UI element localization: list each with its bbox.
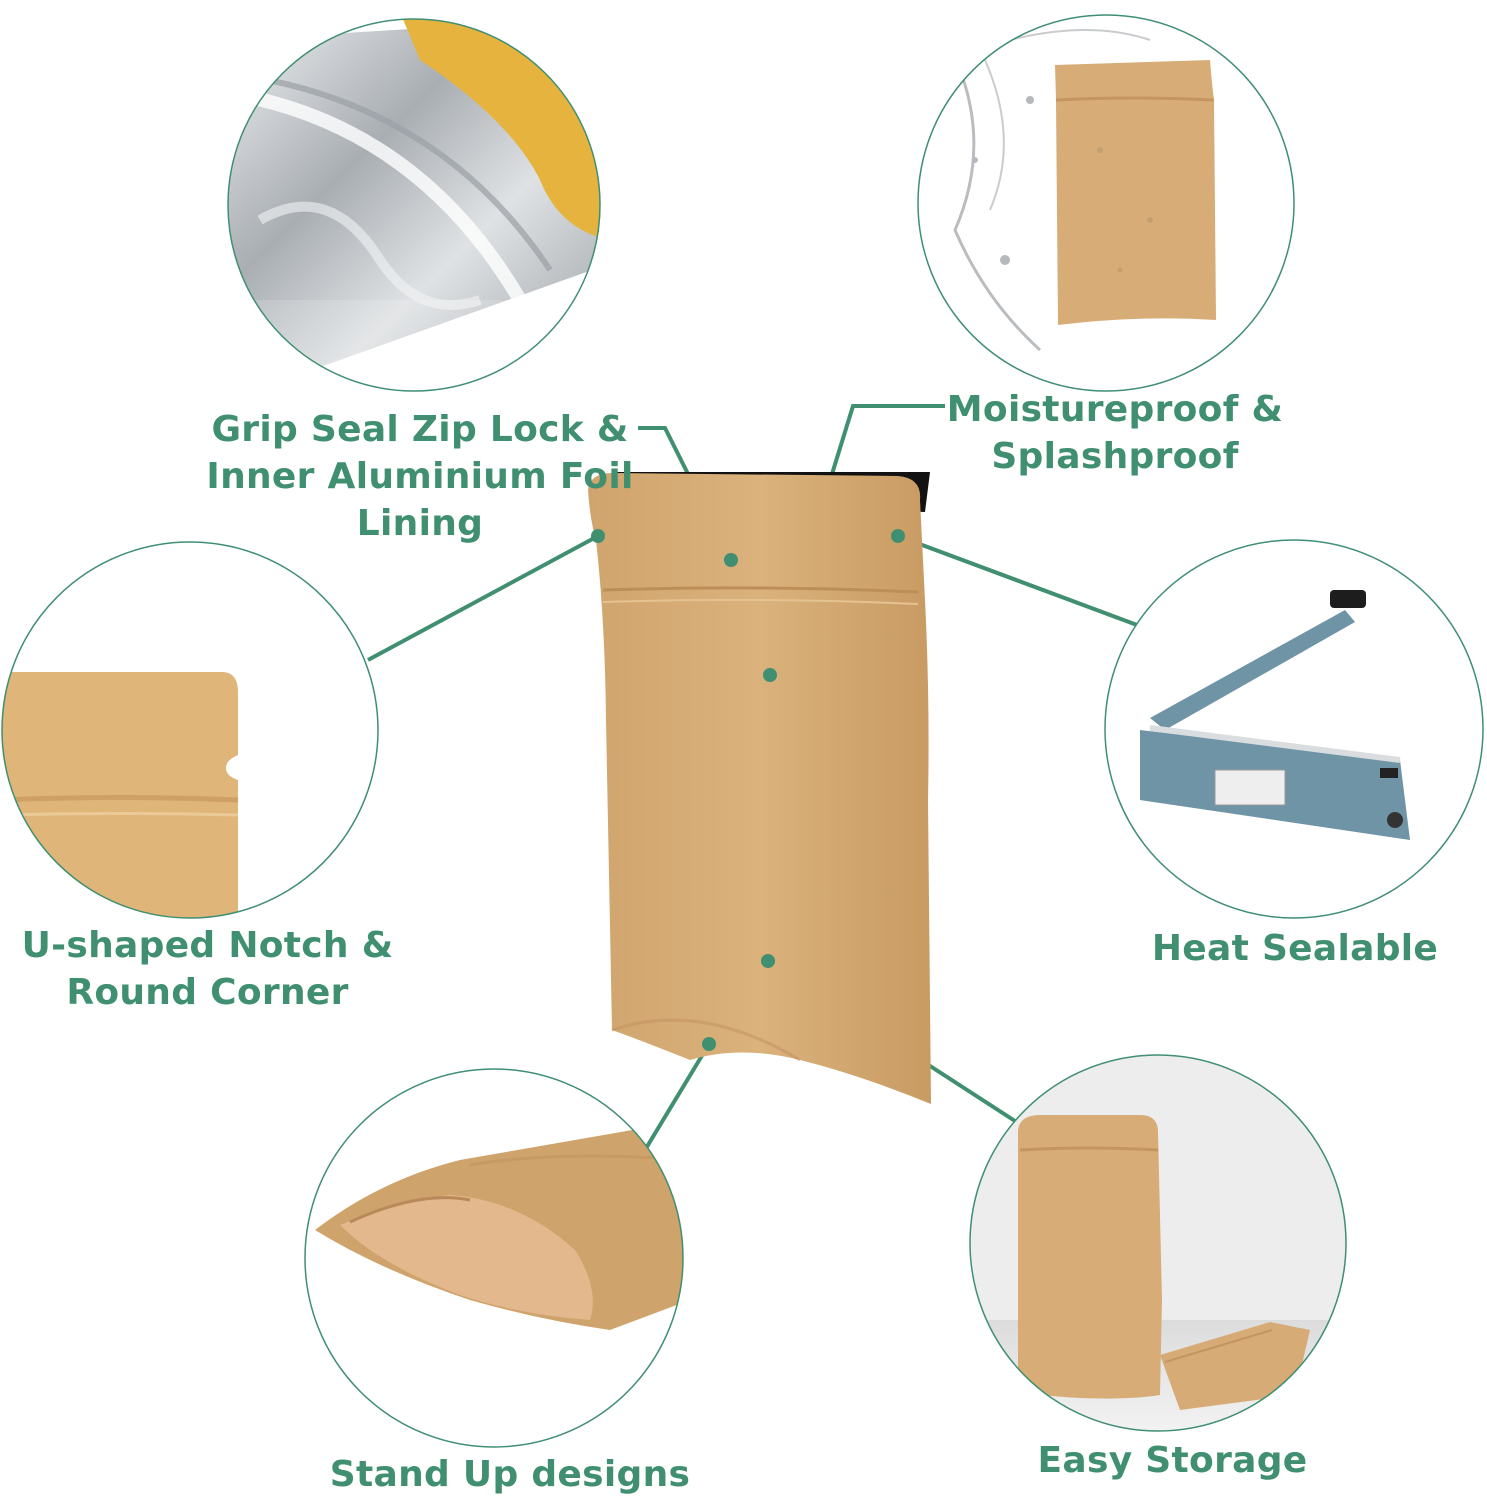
label-line: Grip Seal Zip Lock & — [211, 409, 629, 450]
stand-up-pouch-icon — [304, 1068, 684, 1448]
label-line: U-shaped Notch & — [21, 925, 394, 966]
connector-heat-seal — [897, 534, 1138, 627]
connector-dot-zip-lock — [724, 553, 738, 567]
label-moisture: Moistureproof & Splashproof — [935, 386, 1295, 480]
label-stand-up: Stand Up designs — [310, 1451, 710, 1498]
label-notch: U-shaped Notch & Round Corner — [10, 922, 405, 1016]
connector-stand-up — [643, 1042, 711, 1152]
water-splash-pouch-icon — [917, 14, 1295, 392]
connector-dot-moisture — [763, 668, 777, 682]
storage-pouches-icon — [969, 1054, 1347, 1432]
connector-dot-heat-seal — [891, 529, 905, 543]
label-line: Lining — [356, 503, 484, 544]
label-line: Round Corner — [66, 972, 349, 1013]
label-line: Heat Sealable — [1151, 928, 1439, 969]
label-line: Splashproof — [991, 436, 1239, 477]
label-heat-seal: Heat Sealable — [1140, 925, 1450, 972]
connector-notch — [367, 534, 599, 662]
zip-foil-closeup-icon — [227, 18, 601, 392]
notch-corner-closeup-icon — [1, 541, 379, 919]
impulse-sealer-icon — [1104, 539, 1484, 919]
connector-dot-stand-up — [702, 1037, 716, 1051]
label-storage: Easy Storage — [1020, 1437, 1325, 1484]
kraft-pouch-icon — [588, 472, 931, 1104]
connector-dot-notch — [591, 529, 605, 543]
label-line: Moistureproof & — [946, 389, 1284, 430]
label-line: Easy Storage — [1037, 1440, 1308, 1481]
connector-dot-storage — [761, 954, 775, 968]
label-line: Stand Up designs — [329, 1454, 691, 1495]
label-zip-lock: Grip Seal Zip Lock & Inner Aluminium Foi… — [200, 406, 640, 547]
label-line: Inner Aluminium Foil — [206, 456, 634, 497]
